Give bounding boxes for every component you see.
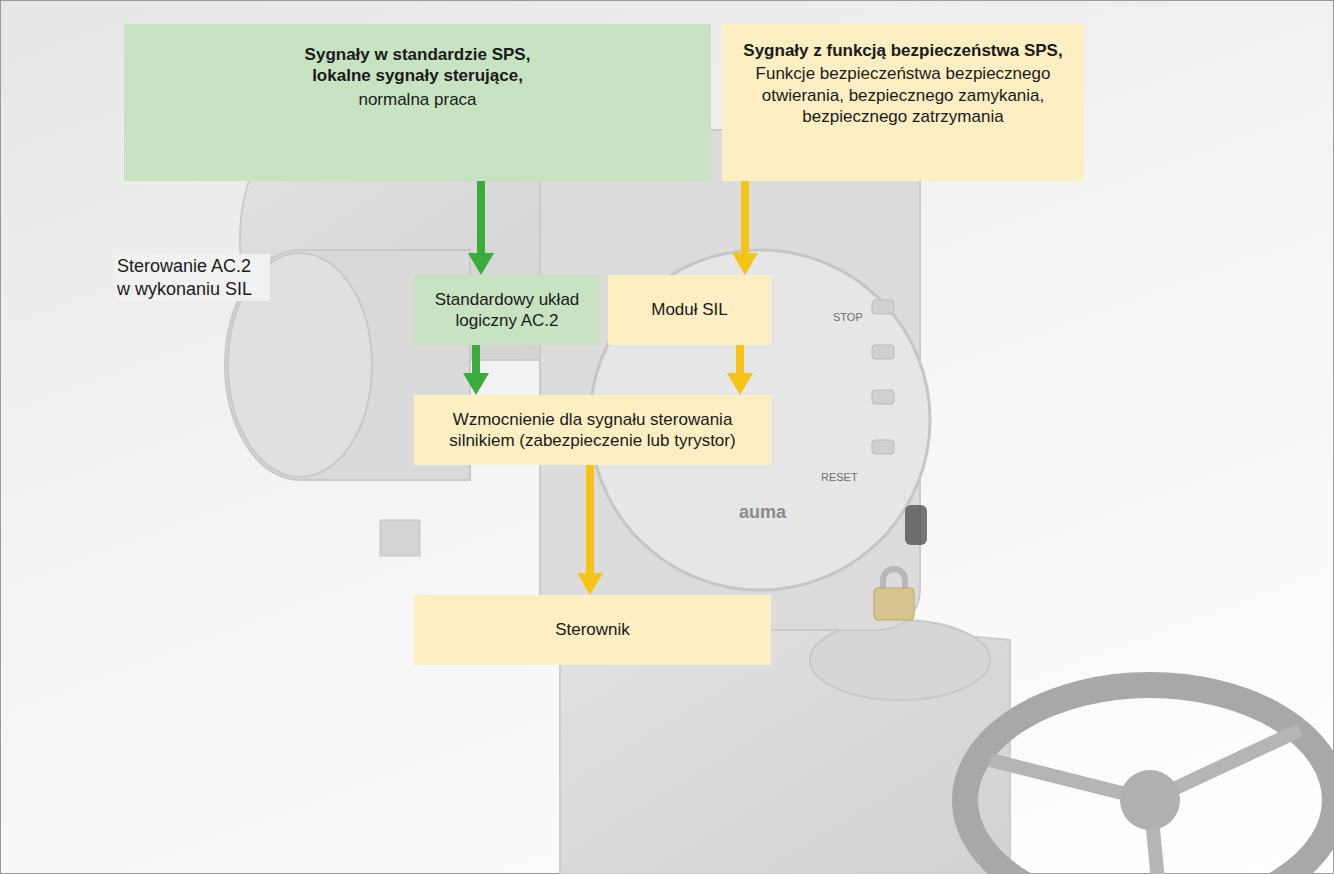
nameplate — [380, 520, 420, 556]
button — [872, 345, 894, 359]
node-text: Sterownik — [555, 619, 630, 640]
handwheel — [965, 685, 1334, 874]
safety-signal-box: Sygnały z funkcją bezpieczeństwa SPS,Fun… — [722, 24, 1084, 181]
button — [872, 300, 894, 314]
flow-arrow — [468, 181, 494, 275]
flow-arrow — [577, 465, 603, 595]
arrow-head — [468, 253, 494, 275]
node-heading: Sygnały w standardzie SPS, lokalne sygna… — [283, 44, 553, 87]
arrow-shaft — [736, 345, 744, 373]
arrow-shaft — [586, 465, 594, 573]
padlock — [874, 588, 914, 620]
brand-label: auma — [736, 500, 789, 525]
button — [872, 440, 894, 454]
logic-box: Standardowy układ logiczny AC.2 — [414, 275, 600, 345]
arrow-head — [732, 253, 758, 275]
arrow-shaft — [477, 181, 485, 253]
section-label: Sterowanie AC.2 w wykonaniu SIL — [114, 254, 270, 301]
arrow-head — [577, 573, 603, 595]
amplifier-box: Wzmocnienie dla sygnału sterowania silni… — [414, 395, 771, 465]
button — [872, 390, 894, 404]
node-text: Wzmocnienie dla sygnału sterowania silni… — [443, 409, 743, 452]
flow-arrow — [732, 181, 758, 275]
signal-source-box: Sygnały w standardzie SPS, lokalne sygna… — [124, 24, 711, 181]
node-text: Standardowy układ logiczny AC.2 — [422, 289, 592, 332]
arrow-head — [727, 373, 753, 395]
button-label: STOP — [830, 310, 866, 326]
flow-arrow — [463, 345, 489, 395]
button-label: RESET — [818, 470, 861, 486]
arrow-head — [463, 373, 489, 395]
handwheel-spokes — [990, 730, 1300, 874]
padlock-shackle — [880, 566, 908, 590]
arrow-shaft — [741, 181, 749, 253]
node-text: Moduł SIL — [651, 299, 728, 320]
selector-key — [905, 505, 927, 545]
controller-box: Sterownik — [414, 595, 771, 665]
sil-module-box: Moduł SIL — [608, 275, 771, 345]
node-text: normalna praca — [358, 89, 476, 110]
handwheel-hub — [1120, 770, 1180, 830]
node-heading: Sygnały z funkcją bezpieczeństwa SPS, — [743, 40, 1062, 61]
flange — [810, 620, 990, 700]
node-text: Funkcje bezpieczeństwa bezpiecznego otwi… — [738, 63, 1068, 127]
arrow-shaft — [472, 345, 480, 373]
flow-arrow — [727, 345, 753, 395]
